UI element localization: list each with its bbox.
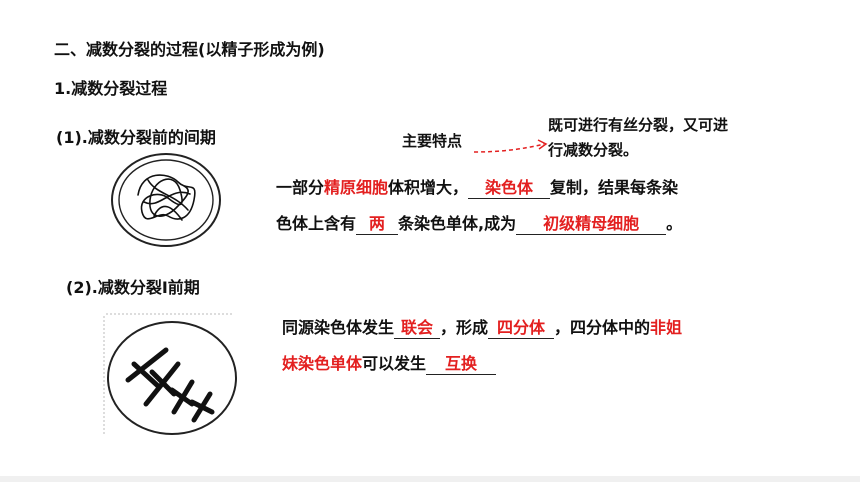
- highlight-term: 妹染色单体: [282, 354, 363, 373]
- blank-answer: 互换: [445, 354, 478, 373]
- feature-note: 既可进行有丝分裂，又可进 行减数分裂。: [548, 113, 728, 163]
- section-title-prophase: (2).减数分裂Ⅰ前期: [66, 278, 200, 297]
- blank-answer: 联会: [401, 318, 434, 337]
- text-segment: 可以发生: [362, 354, 427, 373]
- blank-answer: 初级精母细胞: [543, 214, 640, 233]
- section-title-interphase: (1).减数分裂前的间期: [56, 128, 216, 147]
- text-segment: 色体上含有: [276, 214, 357, 233]
- fill-blank: 互换: [426, 354, 497, 375]
- blank-answer: 两: [369, 214, 386, 233]
- blank-answer: 四分体: [497, 318, 546, 337]
- interphase-line-2: 色体上含有两条染色单体,成为 初级精母细胞 。: [276, 210, 682, 235]
- prophase-line-1: 同源染色体发生联会 ，形成四分体 ，四分体中的非姐: [282, 314, 682, 339]
- highlight-term: 精原细胞: [324, 178, 389, 197]
- feature-label: 主要特点: [402, 132, 463, 150]
- bottom-divider: [0, 476, 860, 482]
- text-segment: 一部分: [276, 178, 325, 197]
- section-subtitle: 1.减数分裂过程: [54, 79, 168, 98]
- page-title: 二、减数分裂的过程(以精子形成为例): [54, 40, 325, 59]
- text-segment: 体积增大，: [388, 178, 469, 197]
- text-segment: 条染色单体,成为: [398, 214, 517, 233]
- interphase-line-1: 一部分精原细胞体积增大， 染色体复制，结果每条染: [276, 174, 678, 199]
- fill-blank: 初级精母细胞: [516, 214, 667, 235]
- interphase-cell-icon: [111, 153, 221, 247]
- blank-answer: 染色体: [485, 178, 534, 197]
- feature-note-line2: 行减数分裂。: [548, 141, 639, 159]
- highlight-term: 非姐: [650, 318, 683, 337]
- feature-note-line1: 既可进行有丝分裂，又可进: [548, 116, 729, 134]
- dashed-arrow-icon: [473, 139, 548, 153]
- fill-blank: 四分体: [488, 318, 555, 339]
- fill-blank: 染色体: [468, 178, 551, 199]
- text-segment: ，四分体中的: [554, 318, 651, 337]
- prophase-line-2: 妹染色单体可以发生互换: [282, 350, 497, 375]
- fill-blank: 两: [356, 214, 399, 235]
- prophase-cell-icon: [103, 313, 237, 435]
- text-segment: 复制，结果每条染: [550, 178, 679, 197]
- text-segment: 同源染色体发生: [282, 318, 395, 337]
- text-segment: 。: [666, 214, 683, 233]
- fill-blank: 联会: [394, 318, 441, 339]
- text-segment: ，形成: [440, 318, 489, 337]
